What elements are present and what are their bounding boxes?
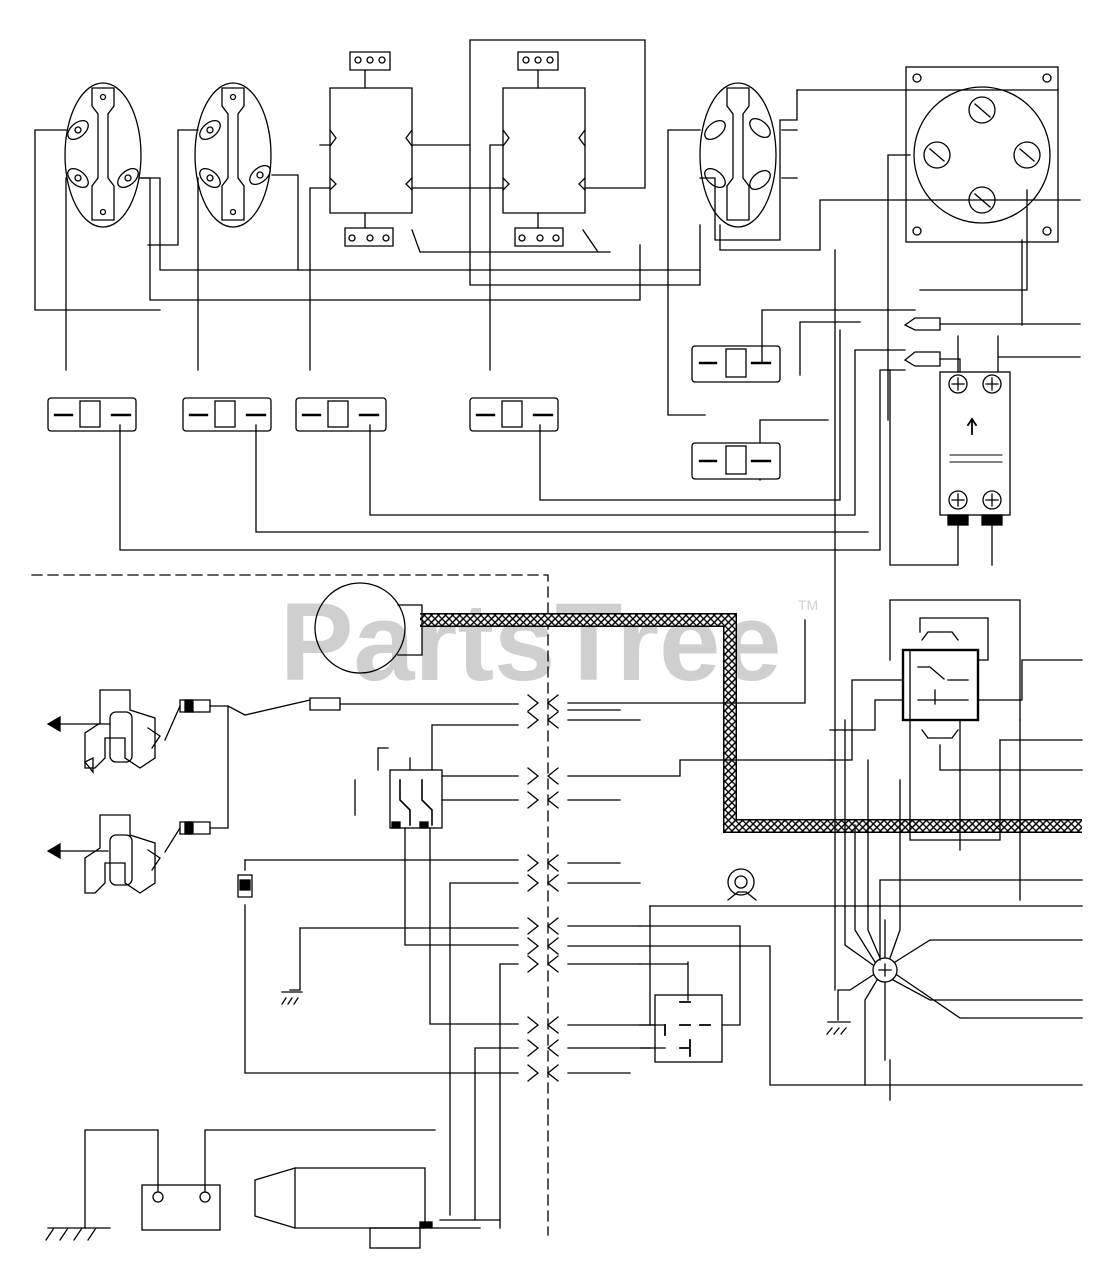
terminal-block-2 [182, 397, 272, 432]
wire-harness [420, 613, 1082, 833]
rectifier-module [639, 905, 741, 1063]
starter-motor [254, 1167, 433, 1249]
circuit-breaker [889, 239, 1081, 566]
lower-left-wiring [237, 859, 519, 1229]
duplex-receptacle-2 [502, 51, 586, 247]
watermark-trademark: TM [798, 597, 818, 613]
ground-star [826, 249, 1083, 1101]
terminal-block-6 [691, 442, 781, 480]
top-wiring [34, 39, 1081, 421]
terminal-block-3 [295, 397, 387, 432]
twist-lock-receptacle-2 [194, 82, 272, 228]
connector-pins [527, 619, 1083, 1086]
switch-module [354, 724, 519, 1025]
choke-actuator-1 [46, 689, 161, 774]
alternator [314, 582, 423, 674]
twist-lock-receptacle-3 [699, 82, 777, 228]
connector-plugs [164, 697, 519, 853]
main-outlet-50a [905, 66, 1059, 243]
terminal-wiring [119, 309, 916, 551]
oil-pressure-switch [649, 868, 1083, 907]
enclosure-boundary [31, 574, 549, 1236]
watermark-text: PartsTree [280, 581, 781, 704]
watermark: PartsTree TM [280, 581, 818, 704]
terminal-block-1 [47, 397, 137, 432]
twist-lock-receptacle-1 [64, 82, 142, 228]
duplex-receptacle-1 [329, 51, 413, 247]
terminal-block-5 [691, 345, 781, 383]
relay [829, 599, 1083, 901]
choke-actuator-2 [46, 814, 161, 894]
terminal-block-4 [469, 397, 559, 432]
battery [45, 1129, 436, 1241]
